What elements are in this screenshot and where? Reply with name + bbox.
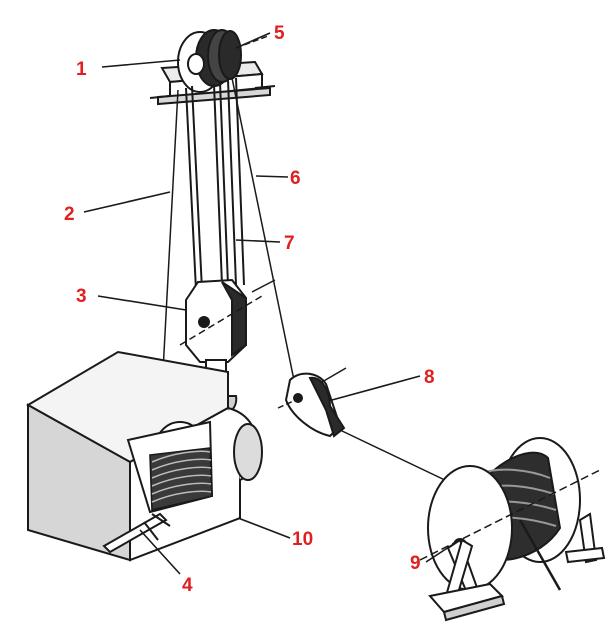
upper-pulley-block xyxy=(177,29,269,93)
leader-3 xyxy=(97,295,187,311)
callout-9: 9 xyxy=(410,553,421,574)
leader-8 xyxy=(331,375,421,401)
leader-10 xyxy=(237,517,291,539)
callout-2: 2 xyxy=(64,204,75,225)
cable-reel xyxy=(419,437,601,591)
callout-3: 3 xyxy=(76,286,87,307)
leader-4 xyxy=(139,529,181,575)
callout-10: 10 xyxy=(292,529,313,550)
leader-5 xyxy=(235,32,271,49)
callout-4: 4 xyxy=(182,575,193,596)
callout-labels: 1 2 3 4 5 6 7 8 9 10 xyxy=(64,23,435,596)
callout-1: 1 xyxy=(76,59,87,80)
callout-8: 8 xyxy=(424,367,435,388)
reel-stand xyxy=(428,512,606,622)
callout-5: 5 xyxy=(274,23,285,44)
callout-7: 7 xyxy=(284,233,295,254)
leader-9 xyxy=(425,544,453,563)
leader-1 xyxy=(101,59,181,68)
callout-6: 6 xyxy=(290,168,301,189)
leader-7 xyxy=(235,239,281,243)
hoist-rope-falls xyxy=(185,77,245,291)
winch-drum xyxy=(149,447,213,511)
deflection-sheave xyxy=(277,367,347,438)
leader-2 xyxy=(83,191,171,213)
leader-lines xyxy=(83,32,453,575)
leader-6 xyxy=(255,175,289,178)
brake-lever xyxy=(102,512,171,554)
